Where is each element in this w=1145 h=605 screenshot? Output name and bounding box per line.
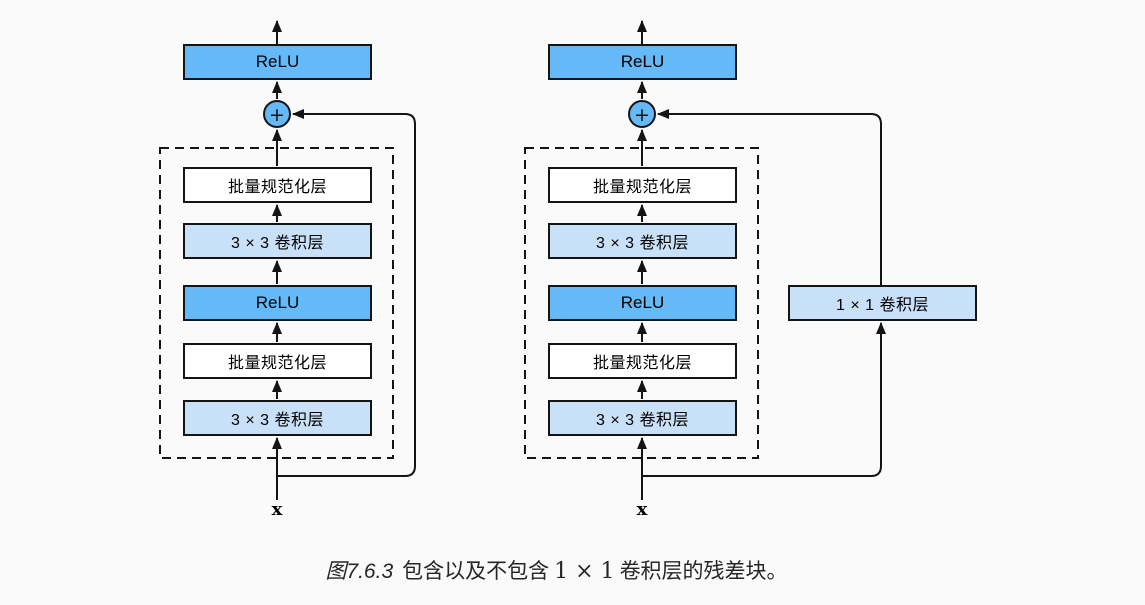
conv3x3-box-2-right: 3 × 3 卷积层 [548,400,737,436]
batch-norm-box-2-left: 批量规范化层 [183,343,372,379]
conv3x3-box-1-right: 3 × 3 卷积层 [548,223,737,259]
relu-output-box-right: ReLU [548,44,737,80]
figure-number: 图7.6.3 [325,560,394,583]
input-label-right: x [636,499,648,520]
relu-inner-box-left: ReLU [183,285,372,321]
relu-inner-box-right: ReLU [548,285,737,321]
input-label-left: x [271,499,283,520]
residual-body-dashed-border-left [159,147,394,459]
batch-norm-box-2-right: 批量规范化层 [548,343,737,379]
batch-norm-box-1-right: 批量规范化层 [548,167,737,203]
plus-icon-right: + [634,104,650,126]
skip-from-1x1conv-line [657,109,882,285]
residual-block-with-1x1-conv: + [524,20,886,500]
figure-canvas: + + ReLU 批量规范化层 3 × 3 卷积层 ReLU 批量规范化层 3 … [159,20,977,520]
caption-text-post: 卷积层的残差块。 [619,560,788,583]
sum-node-right [628,100,656,128]
batch-norm-box-1-left: 批量规范化层 [183,167,372,203]
conv3x3-box-2-left: 3 × 3 卷积层 [183,400,372,436]
relu-output-box-left: ReLU [183,44,372,80]
caption-math: 1 × 1 [554,559,615,584]
skip-connection-left [277,109,416,477]
conv3x3-box-1-left: 3 × 3 卷积层 [183,223,372,259]
diagram-wires: + + [159,20,886,500]
residual-body-dashed-border-right [524,147,759,459]
residual-block-plain: + [159,20,416,500]
plus-icon-left: + [269,104,285,126]
caption-text-pre: 包含以及不包含 [402,560,550,583]
skip-to-1x1conv-line [642,322,886,477]
sum-node-left [263,100,291,128]
conv1x1-box: 1 × 1 卷积层 [788,285,977,321]
